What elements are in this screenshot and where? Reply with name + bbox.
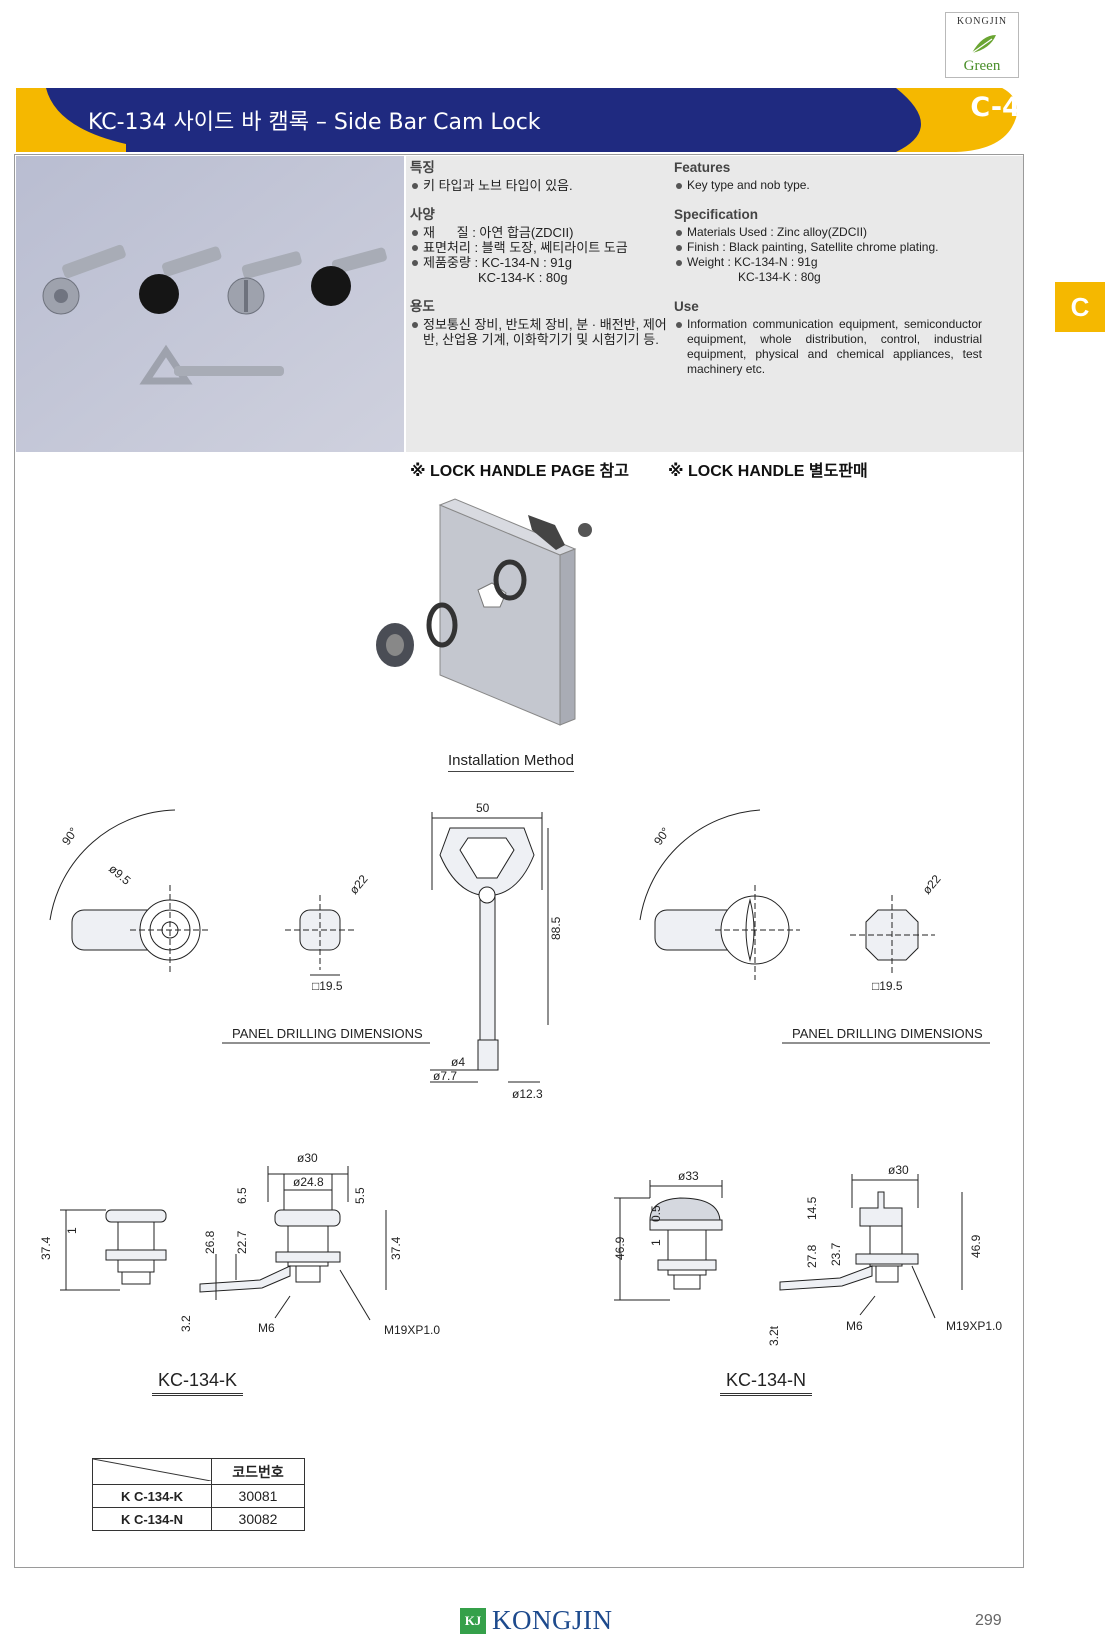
k-32-label: 3.2 <box>179 1315 193 1332</box>
n-m19-label: M19XP1.0 <box>946 1319 1002 1333</box>
code-table: 코드번호 K C-134-K 30081 K C-134-N 30082 <box>92 1458 305 1531</box>
ko-features-heading: 특징 <box>410 160 435 175</box>
angle-left-label: 90° <box>59 825 81 848</box>
k-268-label: 26.8 <box>203 1230 217 1254</box>
code-table-code: 30082 <box>211 1507 305 1531</box>
phi4-label: ø4 <box>451 1055 465 1069</box>
english-spec-column: Features Key type and nob type. Specific… <box>674 160 982 391</box>
table-row: K C-134-N 30082 <box>92 1507 305 1531</box>
lock-handle-reference-note: ※ LOCK HANDLE PAGE 참고 <box>410 463 629 480</box>
phi123-label: ø12.3 <box>512 1087 543 1101</box>
k-overall-height-label: 37.4 <box>39 1236 53 1260</box>
phi22-right-label: ø22 <box>920 872 944 897</box>
code-table-corner-cell <box>92 1458 212 1485</box>
n-1-label: 1 <box>649 1239 663 1246</box>
t-key-image <box>139 344 284 385</box>
en-spec-weight: Weight : KC-134-N : 91g <box>674 255 982 270</box>
n-278-label: 27.8 <box>805 1244 819 1268</box>
angle-right-label: 90° <box>651 825 673 848</box>
table-row: K C-134-K 30081 <box>92 1484 305 1508</box>
installation-method-caption: Installation Method <box>448 752 574 772</box>
cam-lock-knob-type-image <box>139 246 222 314</box>
en-feature-item: Key type and nob type. <box>674 178 982 193</box>
page-code-badge: C-40 <box>970 92 1040 123</box>
cam-lock-slotted-image <box>227 251 302 315</box>
diagonal-divider-icon <box>92 1458 212 1482</box>
phi77-label: ø7.7 <box>433 1069 457 1083</box>
k-55-label: 5.5 <box>353 1187 367 1204</box>
technical-drawing-side: 37.4 1 ø30 ø24.8 6.5 5.5 26.8 22.7 37.4 … <box>39 1151 1002 1346</box>
n-05-label: 0.5 <box>649 1205 663 1222</box>
ko-spec-heading: 사양 <box>410 207 435 222</box>
logo-green-text: Green <box>963 58 1001 74</box>
k-phi30-label: ø30 <box>297 1151 318 1165</box>
en-spec-finish: Finish : Black painting, Satellite chrom… <box>674 240 982 255</box>
code-table-model: K C-134-K <box>92 1484 212 1508</box>
code-table-model: K C-134-N <box>92 1507 212 1531</box>
ko-feature-item: 키 타입과 노브 타입이 있음. <box>410 178 680 193</box>
product-photo <box>16 156 404 452</box>
n-469-left-label: 46.9 <box>613 1236 627 1260</box>
sq195-left-label: □19.5 <box>312 979 343 993</box>
ko-spec-material: 재 질 : 아연 합금(ZDCII) <box>410 225 680 240</box>
footer-brand: KONGJIN <box>492 1605 613 1635</box>
page-number: 299 <box>975 1612 1002 1629</box>
code-table-header-row: 코드번호 <box>92 1458 305 1485</box>
n-32t-label: 3.2t <box>767 1325 781 1346</box>
k-374-label: 37.4 <box>389 1236 403 1260</box>
leaf-icon <box>971 35 996 54</box>
ko-use-text: 정보통신 장비, 반도체 장비, 분 · 배전반, 제어반, 산업용 기계, 이… <box>410 317 680 347</box>
content-frame <box>14 154 1024 1568</box>
cam-lock-knob-type-image-2 <box>311 247 387 306</box>
n-phi33-label: ø33 <box>678 1169 699 1183</box>
technical-drawing-top: 90° ø9.5 ø22 □19.5 50 88.5 ø4 ø7.7 ø12.3… <box>49 801 990 1101</box>
n-237-label: 23.7 <box>829 1242 843 1266</box>
ko-spec-finish: 표면처리 : 블랙 도장, 쎄티라이트 도금 <box>410 240 680 255</box>
phi22-left-label: ø22 <box>347 872 371 897</box>
en-use-heading: Use <box>674 299 699 314</box>
key-width-label: 50 <box>476 801 490 815</box>
k-227-label: 22.7 <box>235 1230 249 1254</box>
en-spec-heading: Specification <box>674 207 759 222</box>
drilling-dimensions-caption-right: PANEL DRILLING DIMENSIONS <box>792 1026 983 1041</box>
en-spec-material: Materials Used : Zinc alloy(ZDCII) <box>674 225 982 240</box>
page-title: KC-134 사이드 바 캠록 – Side Bar Cam Lock <box>88 110 541 135</box>
en-use-text: Information communication equipment, sem… <box>674 317 982 377</box>
phi95-label: ø9.5 <box>106 862 134 888</box>
k-flange-label: 1 <box>65 1227 79 1234</box>
code-table-code: 30081 <box>211 1484 305 1508</box>
n-145-label: 14.5 <box>805 1196 819 1220</box>
spec-panel: 특징 키 타입과 노브 타입이 있음. 사양 재 질 : 아연 합금(ZDCII… <box>406 156 1023 452</box>
code-table-header: 코드번호 <box>211 1458 305 1485</box>
cam-lock-key-type-image <box>42 244 126 315</box>
n-phi30-label: ø30 <box>888 1163 909 1177</box>
sq195-right-label: □19.5 <box>872 979 903 993</box>
n-469-right-label: 46.9 <box>969 1234 983 1258</box>
en-features-heading: Features <box>674 160 731 175</box>
ko-spec-weight: 제품중량 : KC-134-N : 91g <box>410 255 680 270</box>
n-m6-label: M6 <box>846 1319 863 1333</box>
lock-handle-sold-separately-note: ※ LOCK HANDLE 별도판매 <box>668 463 868 480</box>
drilling-dimensions-caption-left: PANEL DRILLING DIMENSIONS <box>232 1026 423 1041</box>
korean-spec-column: 특징 키 타입과 노브 타입이 있음. 사양 재 질 : 아연 합금(ZDCII… <box>410 160 680 361</box>
logo-brand-text: KONGJIN <box>956 16 1008 27</box>
category-tab[interactable]: C <box>1055 282 1105 332</box>
title-banner <box>16 88 1018 152</box>
kj-logo-mark: KJ <box>460 1608 486 1634</box>
k-m6-label: M6 <box>258 1321 275 1335</box>
model-label-n: KC-134-N <box>720 1370 813 1396</box>
brand-logo: KONGJIN Green <box>945 12 1019 78</box>
ko-use-heading: 용도 <box>410 299 435 314</box>
ko-spec-weight-k: KC-134-K : 80g <box>478 270 568 285</box>
k-65-label: 6.5 <box>235 1187 249 1204</box>
installation-illustration <box>376 498 592 726</box>
key-length-label: 88.5 <box>549 916 563 940</box>
k-m19-label: M19XP1.0 <box>384 1323 440 1337</box>
model-label-k: KC-134-K <box>152 1370 244 1396</box>
k-phi248-label: ø24.8 <box>293 1175 324 1189</box>
en-spec-weight-k: KC-134-K : 80g <box>738 270 821 284</box>
